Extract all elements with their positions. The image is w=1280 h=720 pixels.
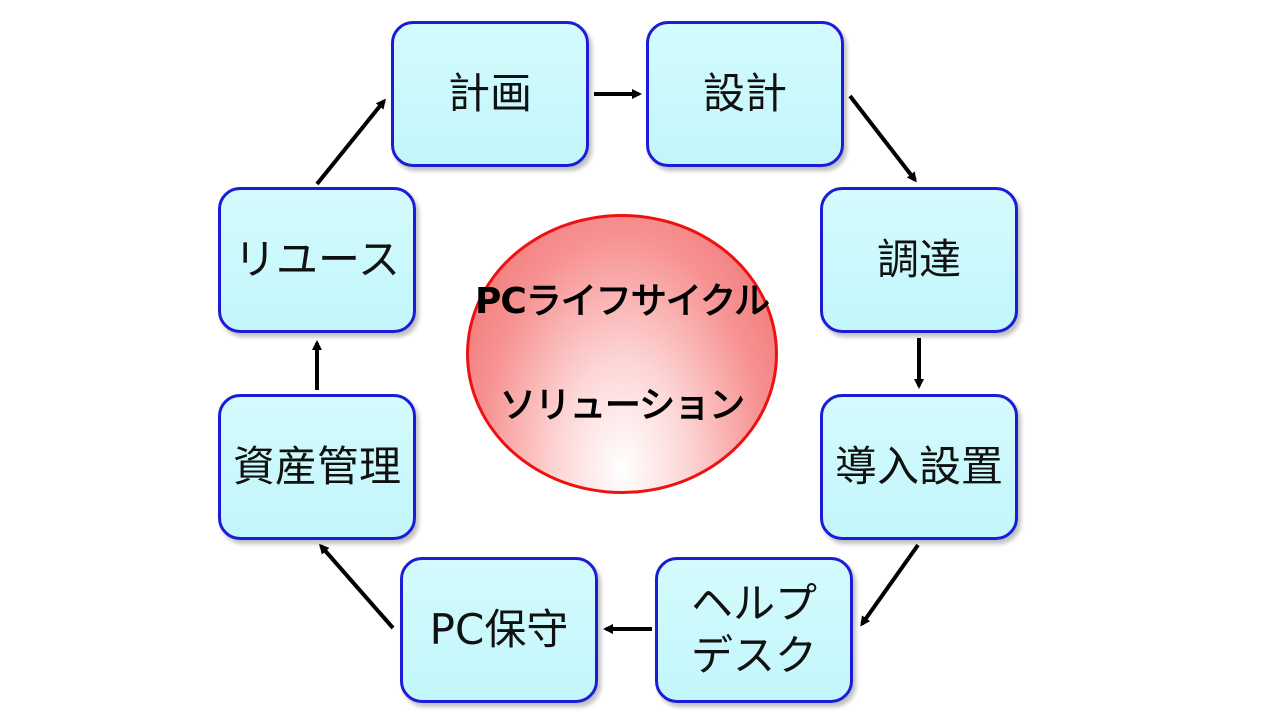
arrow-reuse-to-plan [315,98,386,186]
node-maintenance: PC保守 [400,557,598,703]
node-helpdesk: ヘルプ デスク [655,557,853,703]
center-title: PCライフサイクル ソリューション [474,224,770,485]
arrow-maintenance-to-asset [319,543,395,630]
node-asset-management: 資産管理 [218,394,416,540]
arrow-design-to-procurement [848,94,917,183]
arrow-installation-to-helpdesk [860,543,920,627]
node-installation: 導入設置 [820,394,1018,540]
center-title-line2: ソリューション [499,385,745,427]
node-plan: 計画 [391,21,589,167]
center-circle: PCライフサイクル ソリューション [466,214,778,494]
node-design: 設計 [646,21,844,167]
center-title-line1: PCライフサイクル [474,280,770,322]
node-procurement: 調達 [820,187,1018,333]
node-reuse: リユース [218,187,416,333]
